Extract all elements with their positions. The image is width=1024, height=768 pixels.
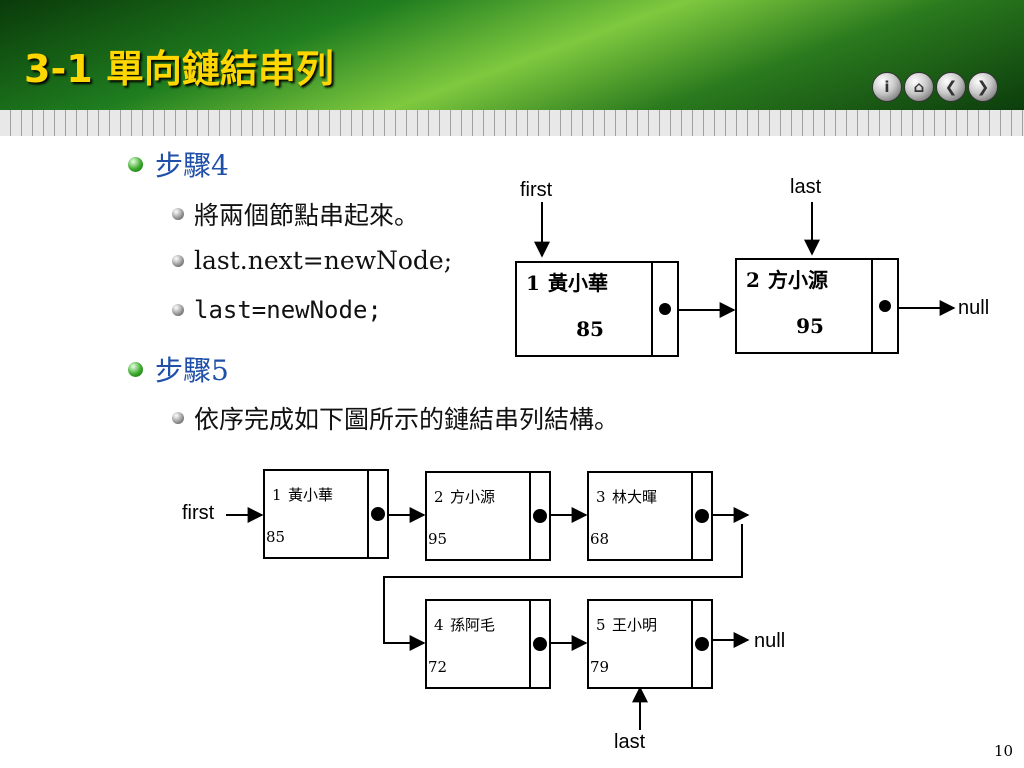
pointer-dot: [371, 507, 385, 521]
header-ruler: [0, 110, 1024, 136]
bullet-icon: [128, 156, 143, 172]
bullet-icon: [172, 304, 184, 316]
bullet-icon: [128, 361, 143, 377]
bullet-5: 步驟5: [128, 349, 229, 389]
node-num: 2: [746, 268, 760, 292]
pointer-dot: [533, 509, 547, 523]
node-score: 68: [590, 530, 609, 548]
node-num: 1: [526, 271, 540, 295]
null-label: null: [754, 630, 785, 652]
page-number: 10: [994, 742, 1014, 760]
pointer-dot: [533, 637, 547, 651]
node-score: 85: [576, 317, 604, 341]
node-num: 2: [434, 488, 444, 506]
last-label: last: [614, 731, 646, 753]
node-score: 95: [428, 530, 447, 548]
node-num: 4: [434, 616, 444, 634]
null-label: null: [958, 297, 989, 319]
node-name: 林大暉: [612, 488, 657, 506]
first-label: first: [182, 502, 215, 524]
bullet-6: 依序完成如下圖所示的鏈結串列結構。: [172, 400, 619, 436]
node-num: 3: [596, 488, 606, 506]
node-name: 方小源: [768, 268, 828, 292]
info-icon[interactable]: i: [872, 72, 902, 102]
bullet-2: 將兩個節點串起來。: [172, 196, 419, 232]
node-name: 黃小華: [288, 486, 333, 504]
bullet-icon: [172, 412, 184, 424]
pointer-dot: [695, 509, 709, 523]
bullet-icon: [172, 254, 184, 267]
node-name: 黃小華: [548, 271, 608, 295]
node-score: 85: [266, 528, 285, 546]
back-icon[interactable]: ❮: [936, 72, 966, 102]
forward-icon[interactable]: ❯: [968, 72, 998, 102]
bullet-4: last=newNode;: [172, 296, 382, 324]
node-name: 王小明: [612, 616, 657, 634]
title-bar: [0, 0, 1024, 110]
node-score: 72: [428, 658, 447, 676]
bullet-1: 步驟4: [128, 144, 229, 184]
slide-title: 3-1 單向鏈結串列: [24, 47, 334, 91]
first-label: first: [520, 179, 553, 201]
bullet-3: last.next=newNode;: [172, 246, 452, 275]
node-num: 5: [596, 616, 606, 634]
bullet-icon: [172, 208, 184, 220]
pointer-dot: [879, 300, 891, 312]
nav-buttons: i⌂❮❯: [872, 72, 1000, 102]
node-num: 1: [272, 486, 282, 504]
node-name: 孫阿毛: [450, 616, 495, 634]
home-icon[interactable]: ⌂: [904, 72, 934, 102]
pointer-dot: [659, 303, 671, 315]
node-score: 95: [796, 314, 824, 338]
node-name: 方小源: [450, 488, 495, 506]
node-score: 79: [590, 658, 609, 676]
last-label: last: [790, 176, 822, 198]
pointer-dot: [695, 637, 709, 651]
